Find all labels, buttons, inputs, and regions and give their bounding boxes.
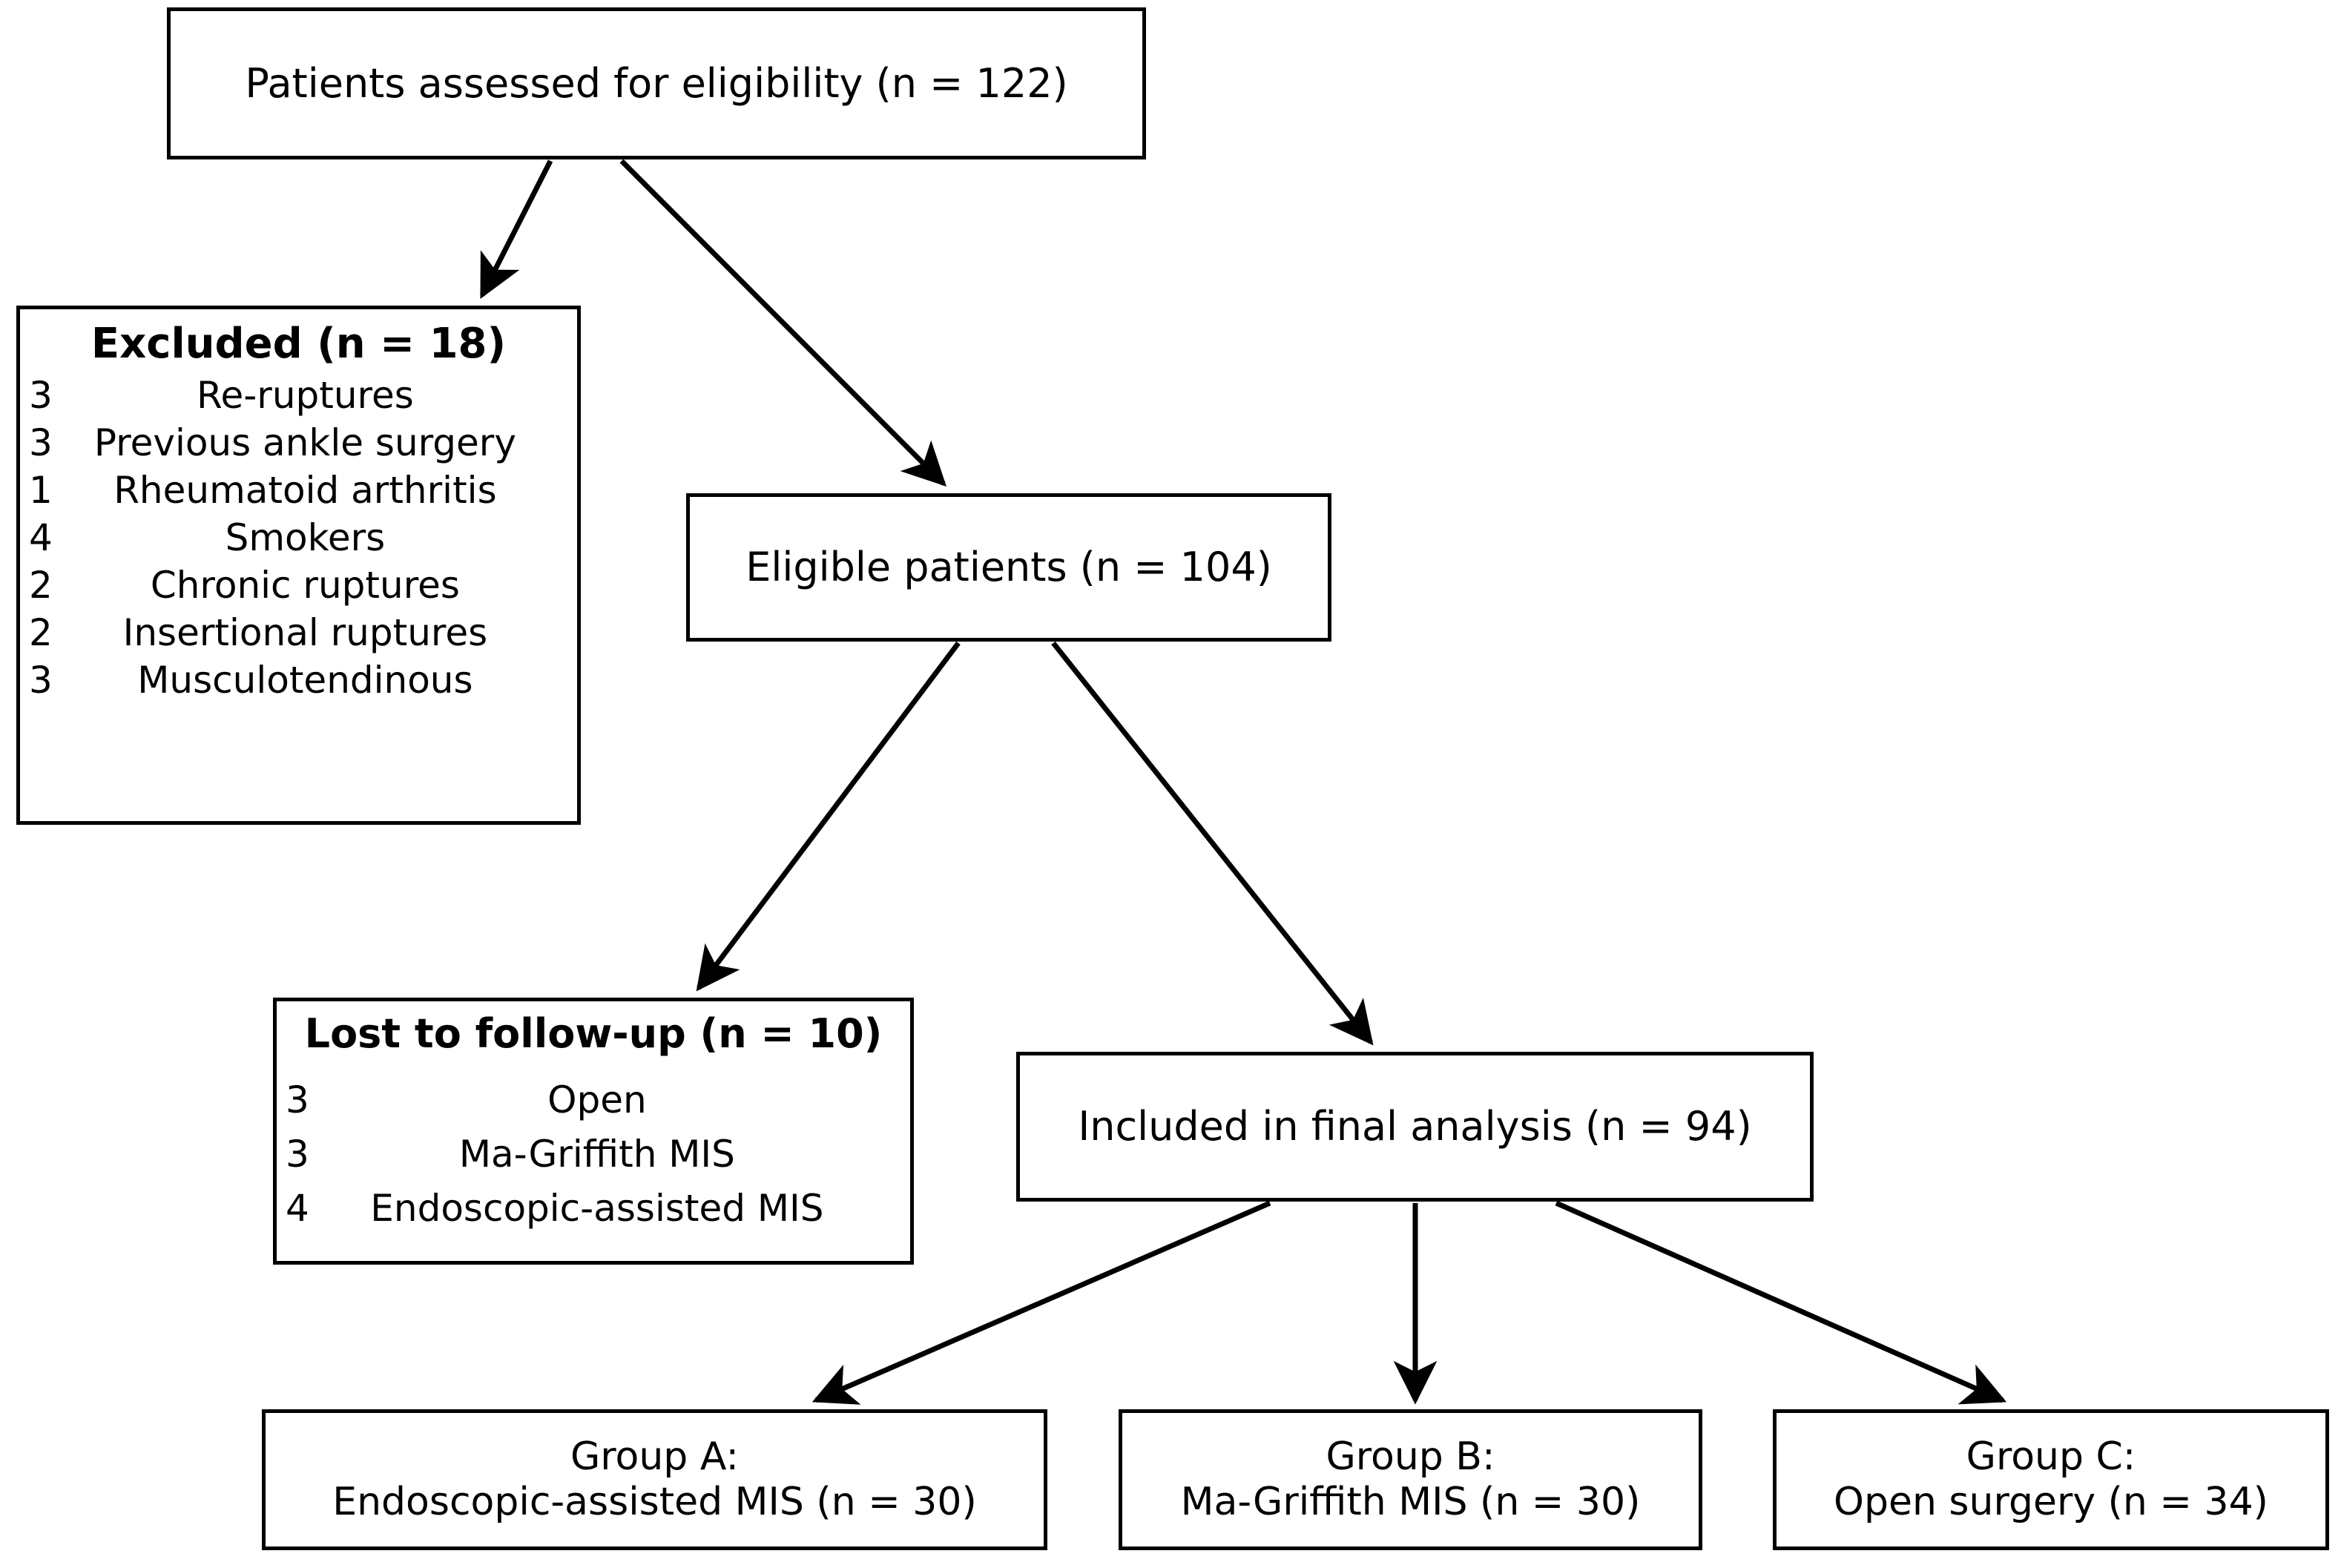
node-included-in-final-analysis-label: Included in final analysis (n = 94) (1078, 1103, 1752, 1150)
node-group-a: Group A: Endoscopic-assisted MIS (n = 30… (262, 1409, 1047, 1550)
reason-count: 4 (286, 1186, 309, 1230)
node-patients-assessed-label: Patients assessed for eligibility (n = 1… (245, 59, 1068, 107)
node-lost-to-followup: Lost to follow-up (n = 10) 3 Open 3 Ma-G… (273, 998, 914, 1265)
lost-reason-list: 3 Open 3 Ma-Griffith MIS 4 Endoscopic-as… (277, 1068, 910, 1231)
group-c-detail: Open surgery (n = 34) (1834, 1480, 2268, 1524)
reason-label: Musculotendinous (137, 659, 473, 702)
group-b-detail: Ma-Griffith MIS (n = 30) (1180, 1480, 1641, 1524)
list-item: 2 Insertional ruptures (20, 611, 577, 655)
node-excluded: Excluded (n = 18) 3 Re-ruptures 3 Previo… (16, 306, 581, 825)
list-item: 3 Re-ruptures (20, 374, 577, 418)
reason-label: Smokers (225, 516, 386, 560)
edge-assessed-to-excluded (479, 159, 553, 299)
reason-count: 3 (29, 659, 53, 702)
reason-count: 2 (29, 611, 53, 655)
reason-label: Insertional ruptures (122, 611, 488, 655)
node-eligible-patients: Eligible patients (n = 104) (686, 493, 1331, 642)
reason-label: Open (547, 1078, 647, 1121)
node-included-in-final-analysis: Included in final analysis (n = 94) (1016, 1052, 1814, 1202)
reason-label: Endoscopic-assisted MIS (370, 1186, 824, 1230)
list-item: 4 Smokers (20, 516, 577, 560)
list-item: 2 Chronic ruptures (20, 564, 577, 607)
reason-count: 3 (286, 1078, 309, 1121)
node-group-c: Group C: Open surgery (n = 34) (1773, 1409, 2329, 1550)
reason-label: Previous ankle surgery (93, 421, 516, 465)
edge-eligible-to-lost (696, 641, 961, 992)
list-item: 3 Open (277, 1078, 910, 1122)
group-a-detail: Endoscopic-assisted MIS (n = 30) (332, 1480, 977, 1524)
reason-label: Chronic ruptures (150, 564, 460, 607)
edge-included-to-group-c (1555, 1200, 2007, 1405)
reason-count: 3 (29, 374, 53, 418)
excluded-title: Excluded (n = 18) (90, 320, 507, 368)
group-a-heading: Group A: (570, 1434, 740, 1479)
reason-count: 3 (286, 1132, 309, 1176)
excluded-reason-list: 3 Re-ruptures 3 Previous ankle surgery 1… (20, 370, 577, 702)
node-group-b: Group B: Ma-Griffith MIS (n = 30) (1119, 1409, 1702, 1550)
reason-count: 1 (29, 469, 53, 513)
lost-title: Lost to follow-up (n = 10) (304, 1010, 883, 1057)
reason-label: Ma-Griffith MIS (458, 1132, 735, 1176)
group-b-heading: Group B: (1326, 1434, 1495, 1479)
reason-label: Rheumatoid arthritis (113, 469, 497, 513)
edge-assessed-to-eligible (619, 159, 946, 487)
node-patients-assessed: Patients assessed for eligibility (n = 1… (167, 7, 1146, 159)
reason-count: 3 (29, 421, 53, 465)
list-item: 3 Ma-Griffith MIS (277, 1133, 910, 1176)
reason-count: 2 (29, 564, 53, 607)
list-item: 1 Rheumatoid arthritis (20, 469, 577, 513)
reason-count: 4 (29, 516, 53, 560)
reason-label: Re-ruptures (196, 374, 414, 418)
group-c-heading: Group C: (1966, 1434, 2136, 1479)
list-item: 3 Musculotendinous (20, 659, 577, 702)
edge-eligible-to-included (1051, 641, 1374, 1046)
list-item: 3 Previous ankle surgery (20, 421, 577, 465)
node-eligible-patients-label: Eligible patients (n = 104) (745, 544, 1272, 591)
list-item: 4 Endoscopic-assisted MIS (277, 1187, 910, 1231)
